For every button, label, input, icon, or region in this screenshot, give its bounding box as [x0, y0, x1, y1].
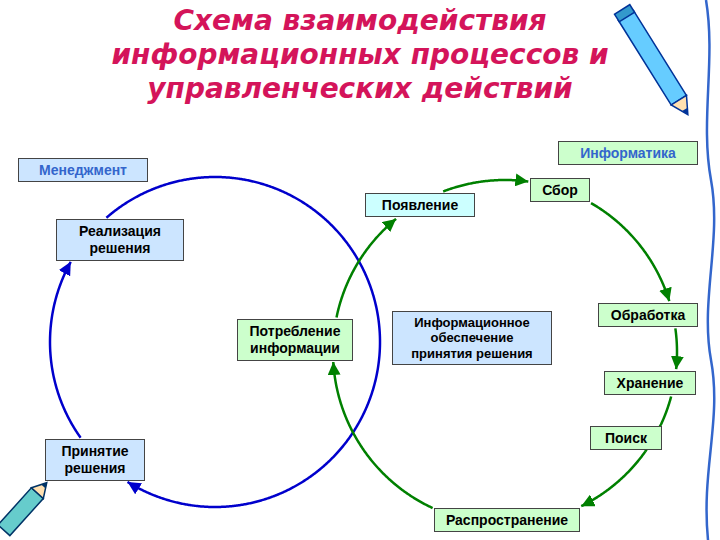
wavy-line: [706, 0, 714, 540]
node-text: Сбор: [537, 182, 583, 199]
process-box: Хранение: [604, 371, 696, 396]
node-text: Реализация решения: [63, 223, 177, 257]
node-text: Информационное обеспечение принятия реше…: [399, 315, 545, 362]
process-box: Информационное обеспечение принятия реше…: [392, 311, 552, 366]
process-box: Потребление информации: [237, 319, 353, 361]
process-box: Сбор: [530, 178, 590, 203]
cycle-arrow: [333, 362, 432, 508]
node-text: Распространение: [441, 512, 573, 529]
cycle-arrow: [443, 180, 528, 191]
process-box: Распространение: [434, 508, 580, 533]
pencil-icon: [0, 477, 53, 535]
cycle-arrow: [337, 219, 397, 317]
section-label: Информатика: [558, 141, 698, 166]
pencil-icon: [615, 5, 696, 120]
section-label: Менеджмент: [18, 158, 148, 183]
node-text: Появление: [372, 197, 468, 214]
node-text: Обработка: [605, 307, 691, 324]
process-box: Обработка: [598, 303, 698, 328]
cycle-arrow: [675, 328, 677, 369]
node-text: Потребление информации: [244, 323, 346, 357]
node-text: Информатика: [565, 145, 691, 162]
process-box: Поиск: [590, 426, 662, 451]
title-block: Схема взаимодействия информационных проц…: [100, 4, 620, 106]
process-box: Появление: [365, 193, 475, 218]
node-text: Хранение: [611, 375, 689, 392]
node-text: Поиск: [597, 430, 655, 447]
process-box: Реализация решения: [56, 219, 184, 261]
title: Схема взаимодействия информационных проц…: [100, 4, 620, 106]
cycle-arrow: [591, 203, 669, 301]
node-text: Принятие решения: [52, 443, 138, 477]
process-box: Принятие решения: [45, 439, 145, 481]
cycle-arrow: [50, 262, 81, 438]
cycle-arrow: [581, 452, 645, 507]
node-text: Менеджмент: [25, 162, 141, 179]
